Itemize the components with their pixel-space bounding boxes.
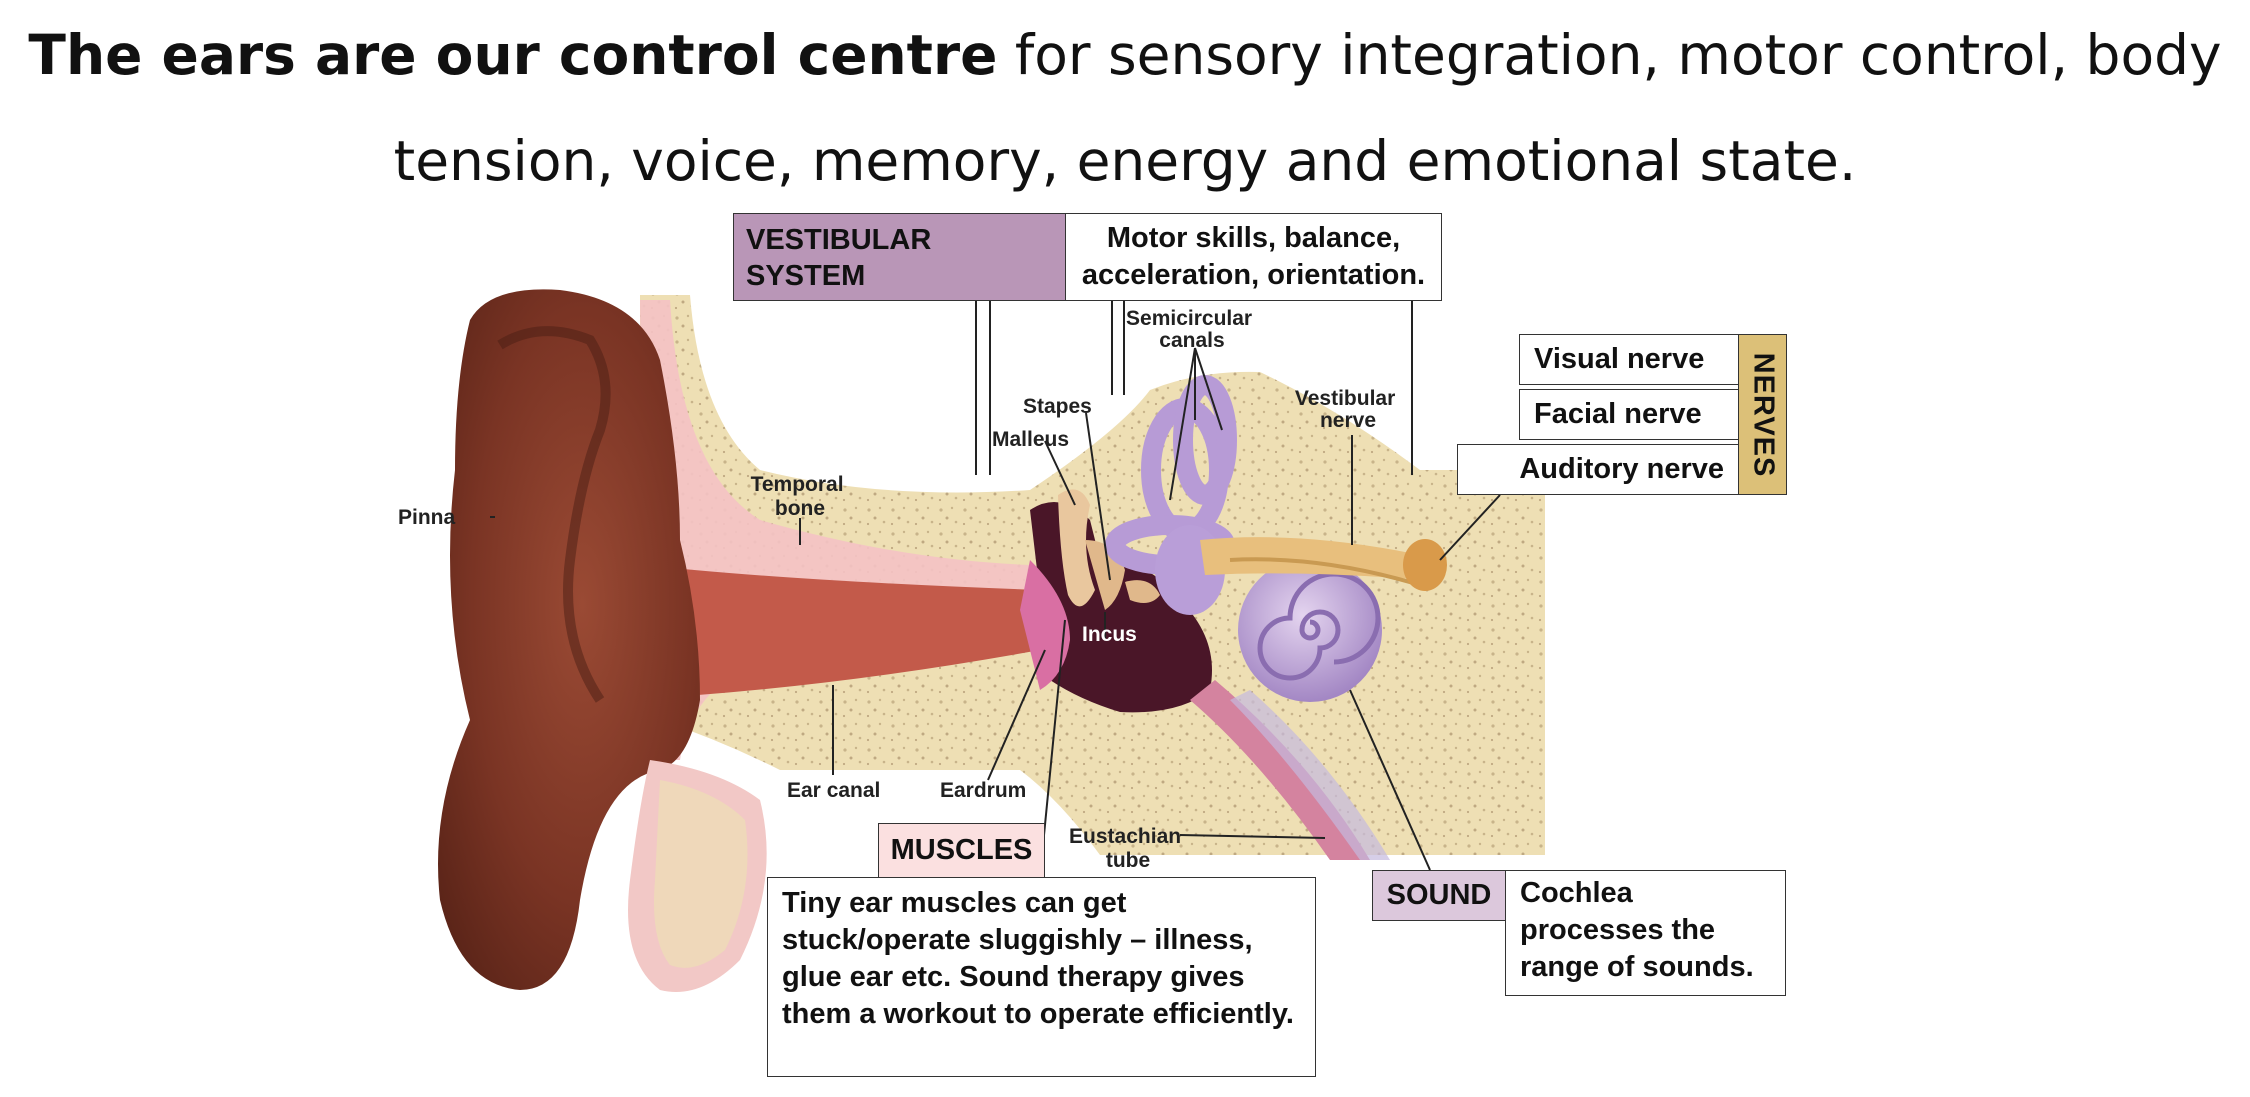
label-eardrum: Eardrum (940, 779, 1026, 802)
headline-lead: The ears are our control centre (28, 23, 998, 87)
label-eustachian-line1: Eustachian (1069, 825, 1181, 848)
label-temporal-bone-line2: bone (775, 497, 825, 520)
label-incus: Incus (1082, 623, 1137, 646)
label-semicircular-line1: Semicircular (1126, 307, 1252, 330)
eardrum-shape (1020, 560, 1070, 690)
label-ear-canal: Ear canal (787, 779, 880, 802)
vestibular-system-description: Motor skills, balance, acceleration, ori… (1065, 213, 1442, 301)
nerve-bundle-shape (1200, 537, 1447, 591)
label-temporal-bone: Temporal bone (751, 473, 850, 520)
label-semicircular-line2: canals (1159, 329, 1224, 352)
cochlea-shape (1238, 558, 1382, 702)
pinna-shape (438, 289, 767, 992)
headline: The ears are our control centre for sens… (0, 2, 2250, 214)
auditory-nerve-label: Auditory nerve (1457, 444, 1739, 495)
label-stapes: Stapes (1023, 395, 1092, 418)
label-vestibular-nerve-line2: nerve (1320, 409, 1376, 432)
label-pinna: Pinna (398, 506, 455, 529)
vestibular-system-tag: VESTIBULAR SYSTEM (733, 213, 1066, 301)
label-semicircular-canals: Semicircular canals (1126, 307, 1258, 352)
label-malleus: Malleus (992, 428, 1069, 451)
eustachian-tube-shape (1190, 680, 1370, 860)
facial-nerve-label: Facial nerve (1519, 389, 1739, 440)
sound-description: Cochlea processes the range of sounds. (1505, 870, 1786, 996)
nerves-tag: NERVES (1738, 334, 1787, 495)
muscles-tag: MUSCLES (878, 823, 1045, 878)
label-temporal-bone-line1: Temporal (751, 473, 844, 496)
label-vestibular-nerve: Vestibular nerve (1295, 387, 1401, 432)
label-vestibular-nerve-line1: Vestibular (1295, 387, 1395, 410)
ear-canal-passage (600, 560, 1040, 700)
sound-tag: SOUND (1372, 870, 1506, 921)
label-eustachian-tube: Eustachian tube (1069, 825, 1187, 872)
muscles-description: Tiny ear muscles can get stuck/operate s… (767, 877, 1316, 1077)
nerves-tag-text: NERVES (1747, 352, 1779, 477)
visual-nerve-label: Visual nerve (1519, 334, 1739, 385)
eustachian-tube-highlight (1230, 690, 1390, 860)
label-eustachian-line2: tube (1106, 849, 1150, 872)
headline-rest: for sensory integration, motor control, … (393, 23, 2222, 193)
